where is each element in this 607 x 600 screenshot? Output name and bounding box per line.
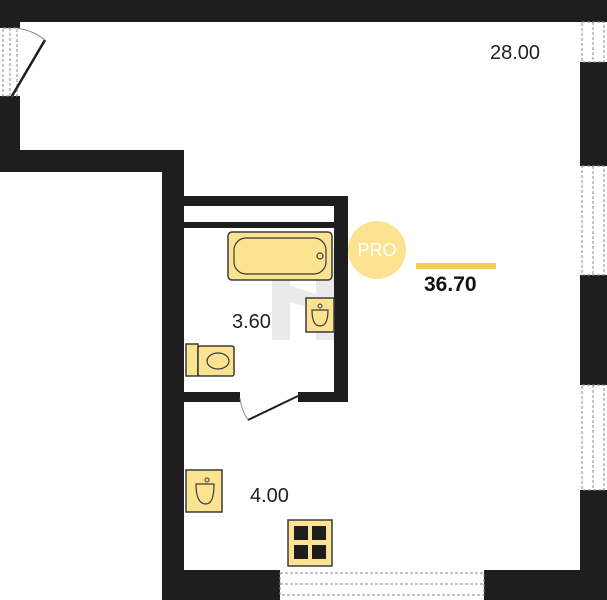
bath-wall-bottom-right bbox=[298, 392, 348, 402]
room-area-living: 28.00 bbox=[490, 42, 541, 64]
washbasin-icon bbox=[305, 297, 335, 333]
wall-bottom-left bbox=[162, 570, 280, 600]
window-right-2 bbox=[581, 165, 605, 276]
bath-wall-top bbox=[184, 196, 348, 206]
bathroom-walls bbox=[184, 196, 348, 402]
wall-top bbox=[0, 0, 607, 22]
room-area-bathroom: 3.60 bbox=[232, 311, 271, 333]
wall-right-seg2 bbox=[580, 275, 607, 385]
bathtub-icon bbox=[227, 231, 333, 281]
bath-wall-inner-top bbox=[184, 222, 334, 228]
wall-step-horizontal bbox=[0, 150, 184, 172]
bathroom-door bbox=[239, 395, 299, 421]
room-area-hall: 4.00 bbox=[250, 485, 289, 507]
wall-left-upper bbox=[0, 0, 20, 28]
bath-wall-bottom-left bbox=[184, 392, 240, 402]
door-top-left bbox=[10, 27, 47, 97]
wall-right-top bbox=[580, 0, 607, 22]
bath-wall-right bbox=[334, 196, 348, 402]
pro-badge-text: PRO bbox=[357, 239, 397, 260]
pro-badge: PRO bbox=[348, 221, 406, 279]
hall-washbasin-icon bbox=[185, 469, 223, 513]
wall-step-vertical bbox=[162, 150, 184, 600]
total-area-underline bbox=[416, 263, 496, 269]
window-right-3 bbox=[581, 384, 605, 491]
stove-icon bbox=[287, 519, 333, 567]
wall-right-seg1 bbox=[580, 62, 607, 166]
window-bottom bbox=[279, 572, 485, 596]
window-right-1 bbox=[581, 21, 605, 63]
window-left bbox=[2, 27, 18, 97]
wall-bottom-right bbox=[484, 570, 607, 600]
toilet-icon bbox=[185, 343, 235, 377]
total-area: 36.70 bbox=[424, 273, 477, 296]
